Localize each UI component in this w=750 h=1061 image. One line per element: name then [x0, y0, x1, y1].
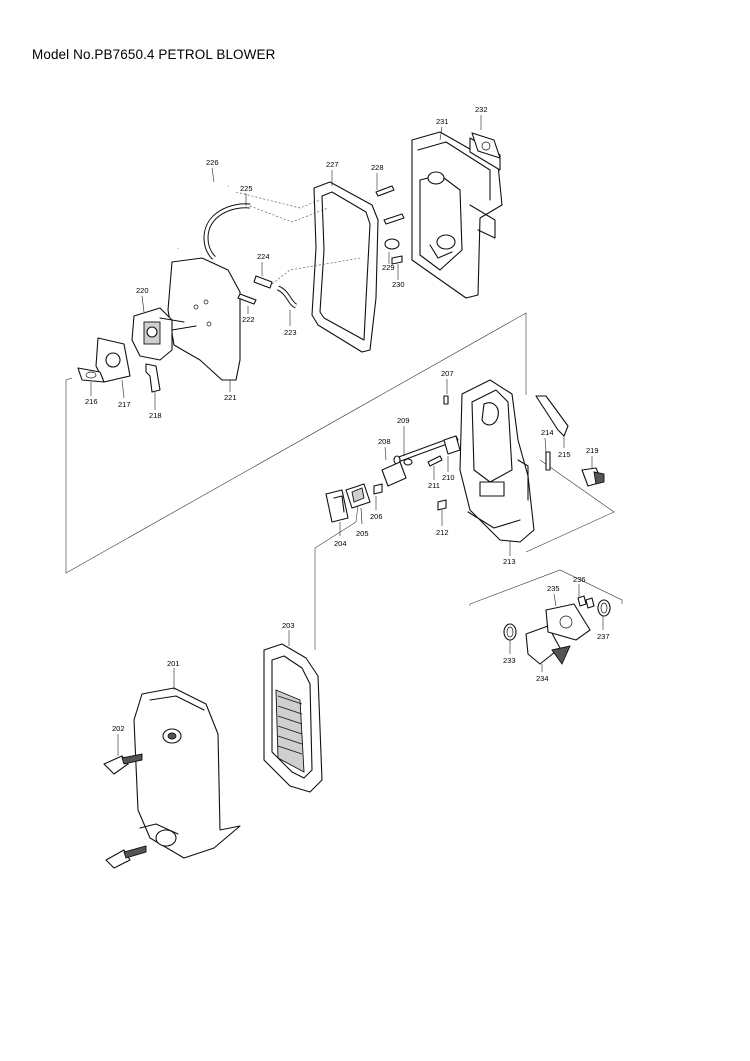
- damper-block: [381, 461, 407, 487]
- screw-228: [375, 185, 395, 197]
- part-label-226: 226: [206, 158, 219, 167]
- part-label-227: 227: [326, 160, 339, 169]
- plate-221: [167, 257, 241, 381]
- air-filter-203: [263, 643, 323, 793]
- part-label-221: 221: [224, 393, 237, 402]
- part-label-232: 232: [475, 105, 488, 114]
- part-label-210: 210: [442, 473, 455, 482]
- part-label-229: 229: [382, 263, 395, 272]
- part-label-237: 237: [597, 632, 610, 641]
- o-ring-233: [503, 623, 517, 641]
- cover-235: [545, 603, 591, 641]
- knob-202b: [105, 845, 147, 869]
- pin-214: [545, 451, 551, 471]
- part-label-220: 220: [136, 286, 149, 295]
- hose-226: [176, 182, 229, 249]
- part-label-218: 218: [149, 411, 162, 420]
- part-label-204: 204: [334, 539, 347, 548]
- part-label-206: 206: [370, 512, 383, 521]
- part-label-235: 235: [547, 584, 560, 593]
- part-label-224: 224: [257, 252, 270, 261]
- part-label-233: 233: [503, 656, 516, 665]
- page-title: Model No.PB7650.4 PETROL BLOWER: [32, 47, 276, 62]
- assembly-guide-lines: [65, 312, 623, 650]
- part-label-201: 201: [167, 659, 180, 668]
- part-label-216: 216: [85, 397, 98, 406]
- air-case-upper-231: [411, 131, 503, 299]
- part-label-236: 236: [573, 575, 586, 584]
- damper-205: [345, 483, 371, 509]
- cleaner-cover-201: [133, 687, 241, 859]
- part-label-234: 234: [536, 674, 549, 683]
- part-label-212: 212: [436, 528, 449, 537]
- part-label-222: 222: [242, 315, 255, 324]
- collar-208: [403, 458, 413, 466]
- spacer-206: [373, 483, 383, 495]
- pin-222: [237, 293, 257, 305]
- lever-215: [535, 395, 569, 437]
- part-label-213: 213: [503, 557, 516, 566]
- part-label-223: 223: [284, 328, 297, 337]
- part-label-219: 219: [586, 446, 599, 455]
- clip-210: [443, 435, 461, 455]
- connector-224: [253, 262, 273, 289]
- part-label-208: 208: [378, 437, 391, 446]
- knob-219: [581, 467, 605, 487]
- part-label-202: 202: [112, 724, 125, 733]
- o-ring-237: [597, 599, 611, 617]
- bolt-209: [393, 435, 459, 465]
- screw-211: [427, 455, 443, 467]
- screw-228b: [383, 213, 405, 225]
- part-label-214: 214: [541, 428, 554, 437]
- part-label-231: 231: [436, 117, 449, 126]
- part-label-211: 211: [428, 481, 440, 490]
- gasket-232: [471, 132, 501, 159]
- part-labels: 232 231 227 228 226 225 224 229 230 220 …: [85, 105, 610, 756]
- knob-202a: [103, 753, 143, 775]
- air-case-lower-213: [459, 379, 535, 543]
- gasket-frame-227: [311, 181, 379, 353]
- part-label-215: 215: [558, 450, 571, 459]
- part-label-205: 205: [356, 529, 369, 538]
- bolt-230: [391, 255, 403, 265]
- bracket-218: [145, 363, 161, 393]
- screw-236: [577, 595, 595, 609]
- screw-212: [437, 499, 447, 511]
- screw-207: [443, 395, 449, 405]
- part-label-230: 230: [392, 280, 405, 289]
- hose-225: [203, 191, 329, 260]
- part-label-203: 203: [282, 621, 295, 630]
- part-label-207: 207: [441, 369, 454, 378]
- carburetor-220: [131, 307, 197, 361]
- part-label-217: 217: [118, 400, 131, 409]
- holder-204: [325, 489, 349, 523]
- part-label-228: 228: [371, 163, 384, 172]
- hose-223: [271, 257, 361, 309]
- part-label-225: 225: [240, 184, 253, 193]
- part-label-209: 209: [397, 416, 410, 425]
- valve-234: [525, 625, 571, 665]
- insulator-217: [95, 337, 131, 383]
- grommet-229: [384, 238, 400, 250]
- gasket-216: [77, 367, 105, 383]
